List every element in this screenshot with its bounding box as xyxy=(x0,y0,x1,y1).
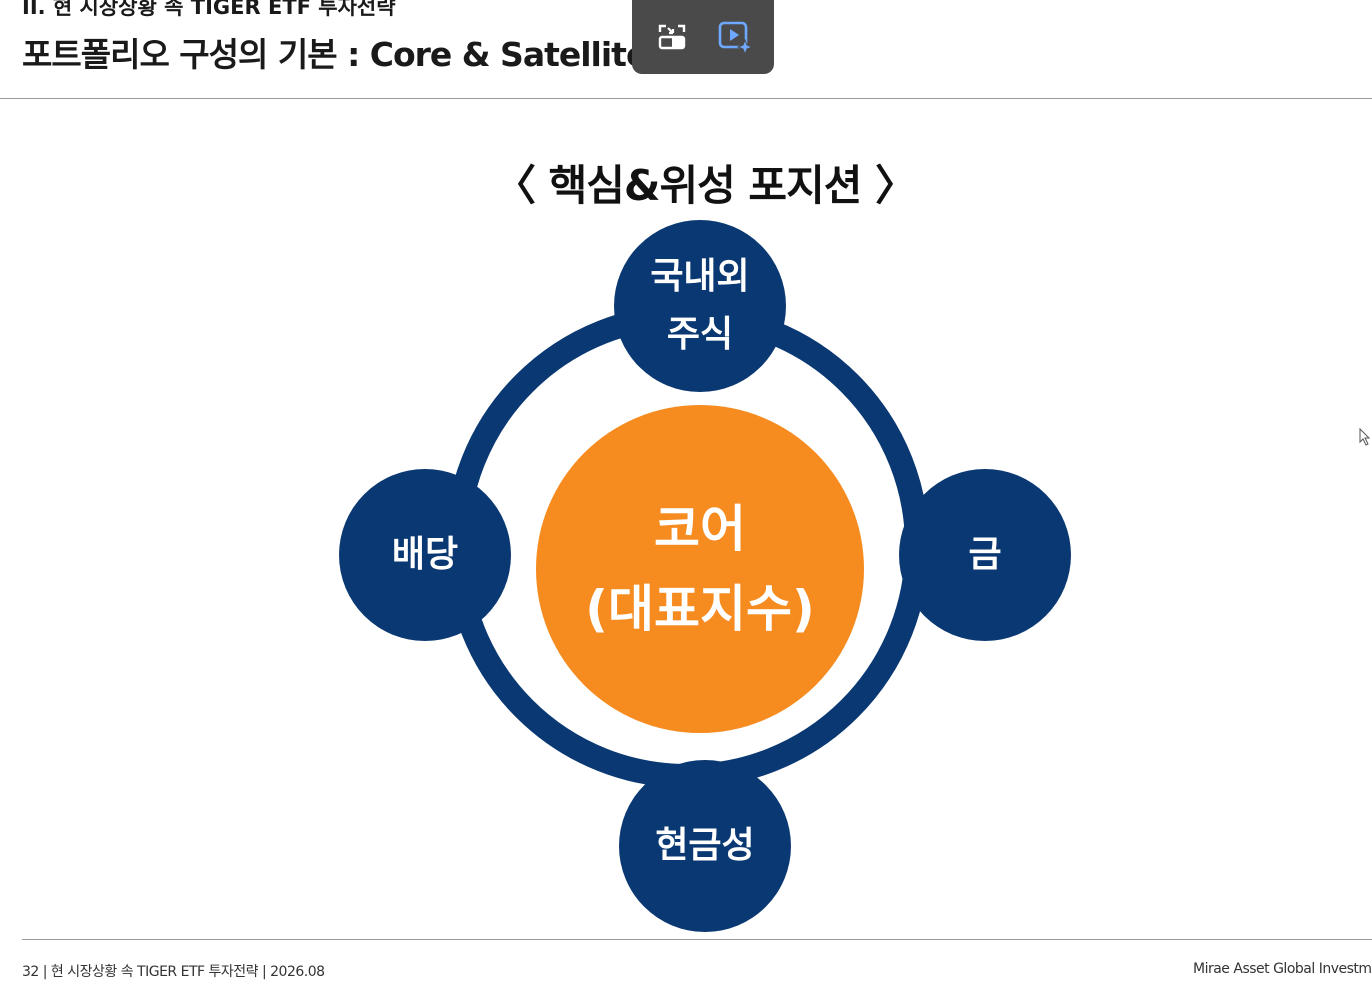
satellite-right-label: 금 xyxy=(968,534,1002,575)
page-title: 포트폴리오 구성의 기본 : Core & Satellite xyxy=(22,35,648,74)
video-ai-icon xyxy=(718,21,753,56)
header-divider xyxy=(0,98,1372,99)
footer-page-info: 32 | 현 시장상황 속 TIGER ETF 투자전략 | 2026.08 xyxy=(22,964,325,980)
core-circle: 코어 (대표지수) xyxy=(536,405,864,733)
section-label: II. 현 시장상황 속 TIGER ETF 투자전략 xyxy=(22,0,396,19)
core-line1: 코어 xyxy=(654,500,746,558)
satellite-cash: 현금성 xyxy=(619,760,791,932)
satellite-top-line2: 주식 xyxy=(666,314,734,355)
exit-fullscreen-icon xyxy=(658,24,685,50)
exit-fullscreen-button[interactable] xyxy=(650,15,694,59)
video-ai-button[interactable] xyxy=(713,15,757,59)
satellite-left-label: 배당 xyxy=(391,534,459,575)
satellite-bottom-label: 현금성 xyxy=(655,825,755,866)
diagram-title: 〈 핵심&위성 포지션 〉 xyxy=(494,161,917,210)
satellite-domestic-foreign-stocks: 국내외 주식 xyxy=(614,220,786,392)
satellite-gold: 금 xyxy=(899,469,1071,641)
floating-toolbar xyxy=(632,0,774,74)
core-line2: (대표지수) xyxy=(585,580,815,638)
footer-company: Mirae Asset Global Investments xyxy=(1193,961,1372,977)
footer-divider xyxy=(22,939,1372,940)
satellite-top-line1: 국내외 xyxy=(650,256,750,297)
mouse-cursor-icon xyxy=(1359,428,1371,446)
satellite-dividend: 배당 xyxy=(339,469,511,641)
